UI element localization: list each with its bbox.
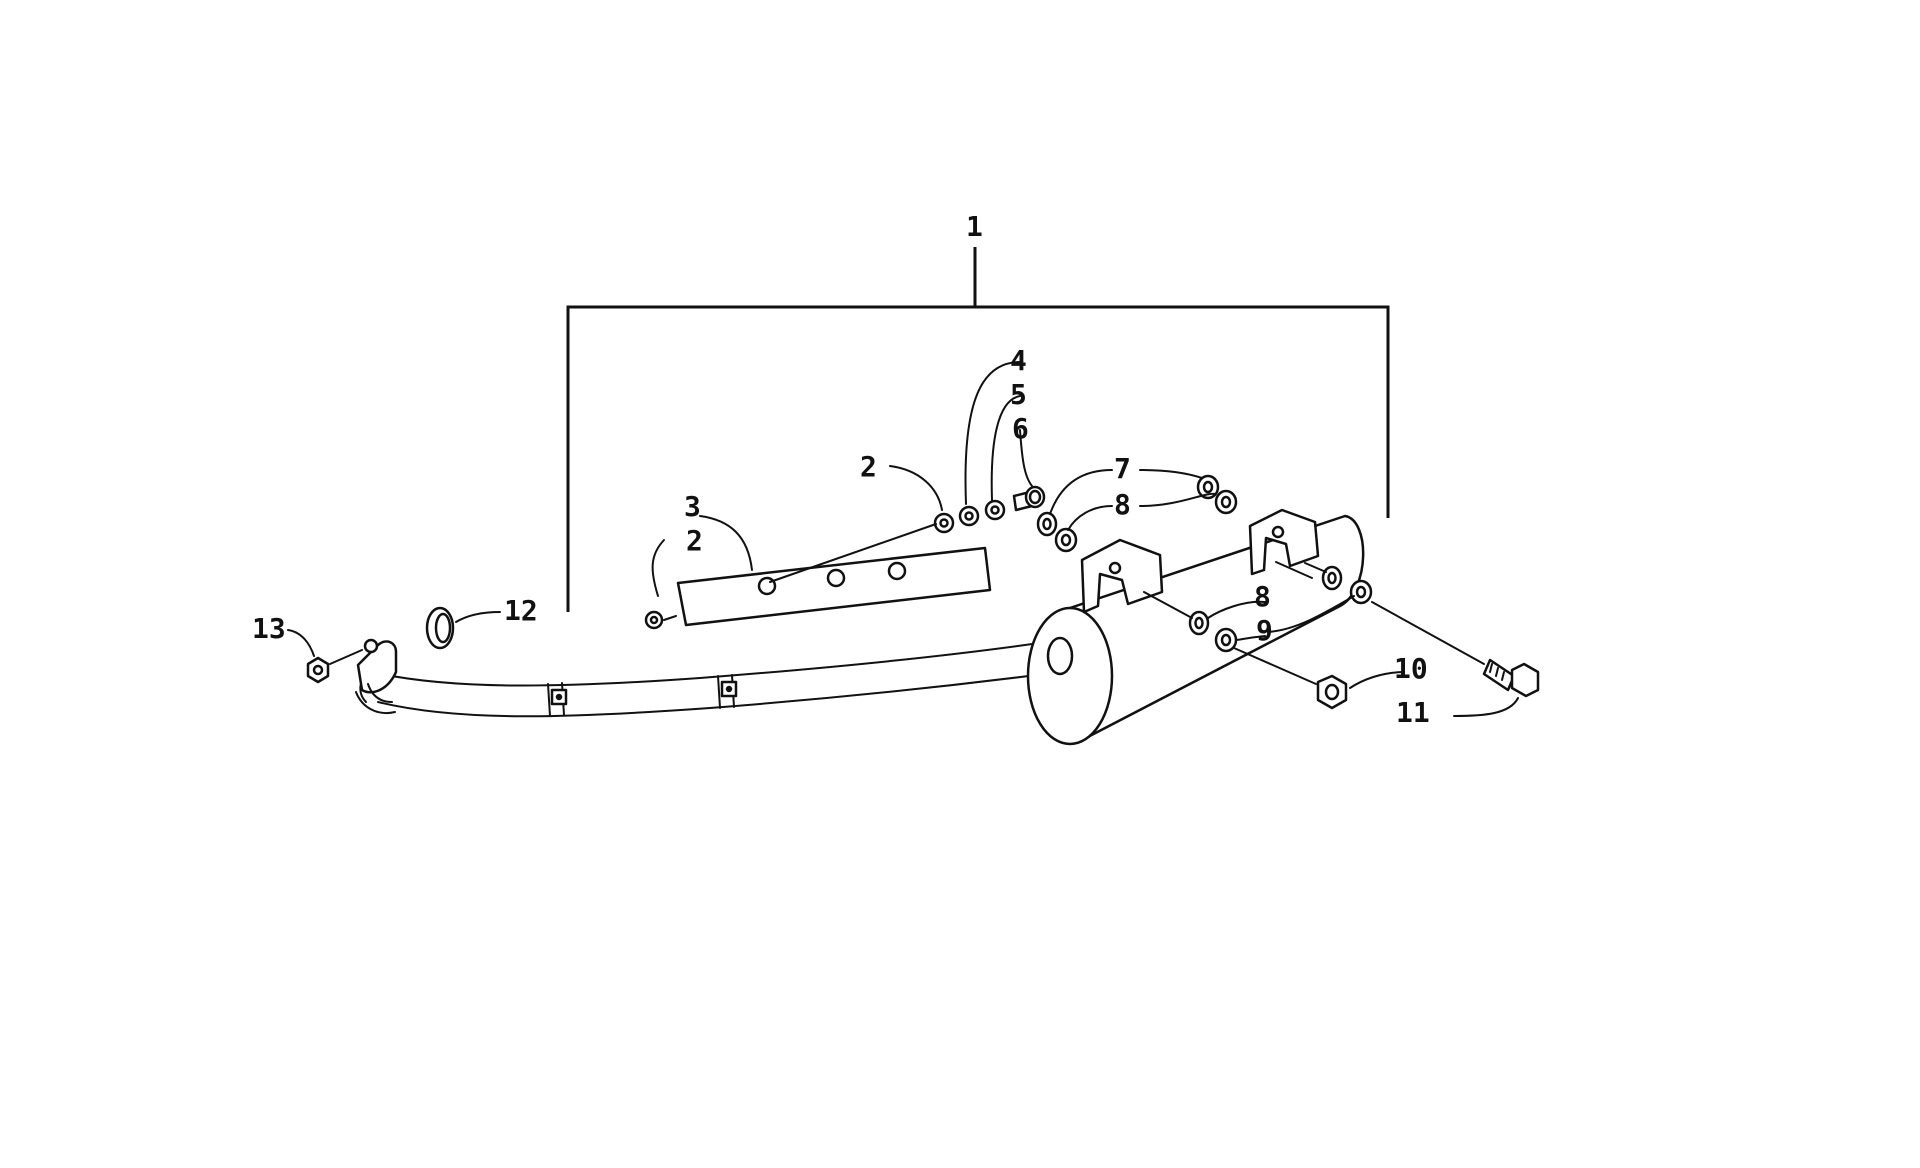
washer-7-right bbox=[1196, 474, 1220, 500]
callout-labels: 1 2 2 3 4 5 6 7 8 8 9 10 11 12 13 bbox=[252, 210, 1430, 729]
flange-nut-10 bbox=[1316, 674, 1348, 710]
washer-8-lower bbox=[1321, 565, 1343, 591]
callout-2: 2 bbox=[686, 524, 703, 557]
callout-13: 13 bbox=[252, 612, 286, 645]
heat-shield bbox=[676, 546, 992, 627]
washer-7-left bbox=[1036, 511, 1058, 537]
callout-8: 8 bbox=[1254, 580, 1271, 613]
exhaust-flange bbox=[356, 640, 398, 694]
callout-2: 2 bbox=[860, 450, 877, 483]
exhaust-pipe bbox=[355, 638, 1061, 718]
callout-10: 10 bbox=[1394, 652, 1428, 685]
nut-13 bbox=[306, 656, 330, 684]
washer-2-left bbox=[644, 610, 664, 630]
assembly-bracket bbox=[566, 247, 1390, 612]
washer-8-upper-right bbox=[1214, 489, 1238, 515]
callout-4: 4 bbox=[1010, 344, 1027, 377]
washer-5 bbox=[984, 499, 1006, 521]
washer-8-lower-left bbox=[1188, 610, 1210, 636]
washer-2-right bbox=[933, 512, 955, 534]
callout-12: 12 bbox=[504, 594, 538, 627]
gasket-12 bbox=[425, 606, 455, 650]
washer-8-upper-left bbox=[1054, 527, 1078, 553]
pipe-clamp bbox=[547, 682, 568, 717]
callout-7: 7 bbox=[1114, 452, 1131, 485]
muffler-front-bracket bbox=[1080, 538, 1164, 614]
callout-3: 3 bbox=[684, 490, 701, 523]
callout-5: 5 bbox=[1010, 378, 1027, 411]
callout-1: 1 bbox=[966, 210, 983, 243]
washer-4 bbox=[958, 505, 980, 527]
bolt-11 bbox=[1482, 658, 1540, 698]
washer-9 bbox=[1214, 627, 1238, 653]
callout-9: 9 bbox=[1256, 614, 1273, 647]
muffler bbox=[1026, 508, 1365, 746]
muffler-rear-bracket bbox=[1248, 508, 1320, 576]
callout-6: 6 bbox=[1012, 412, 1029, 445]
callout-8: 8 bbox=[1114, 488, 1131, 521]
pipe-clamp bbox=[717, 674, 738, 709]
screw-6 bbox=[1012, 485, 1046, 512]
callout-11: 11 bbox=[1396, 696, 1430, 729]
washer-9-right bbox=[1349, 579, 1373, 605]
leader-lines bbox=[287, 361, 1519, 717]
